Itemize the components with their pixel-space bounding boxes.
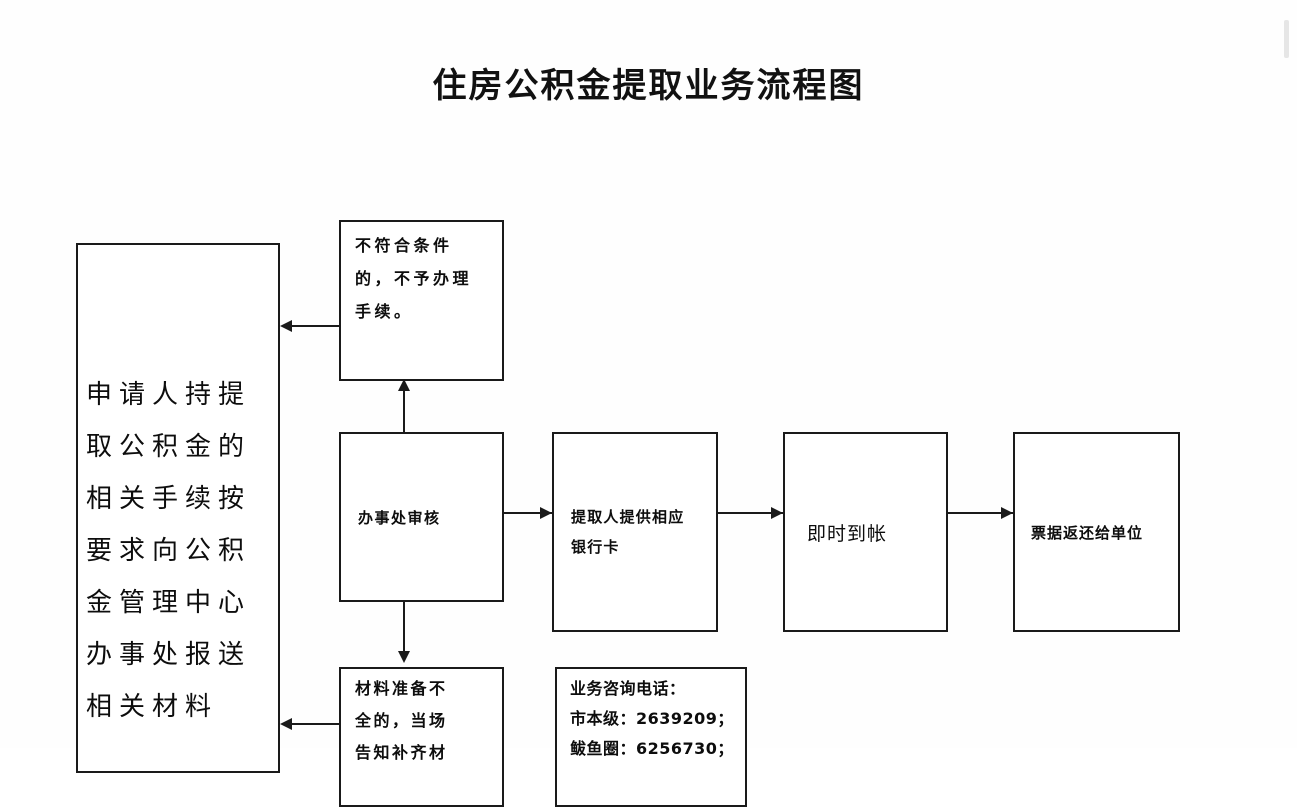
connector-line [282, 325, 339, 327]
node-label: 办事处审核 [358, 508, 441, 527]
connector-line [504, 512, 552, 514]
node-label: 票据返还给单位 [1031, 523, 1144, 542]
flow-node-receipt-return-to-employer: 票据返还给单位 [1013, 432, 1180, 632]
flow-node-applicant-submit-materials: 申请人持提 取公积金的 相关手续按 要求向公积 金管理中心 办事处报送 相关材料 [76, 243, 280, 773]
node-label: 提取人提供相应 银行卡 [571, 508, 685, 556]
node-label: 材料准备不 全的，当场 告知补齐材 [355, 679, 448, 762]
page-title: 住房公积金提取业务流程图 [432, 66, 865, 106]
flow-node-consultation-phone: 业务咨询电话： 市本级：2639209； 鲅鱼圈：6256730； [555, 667, 747, 807]
flow-node-office-review: 办事处审核 [339, 432, 504, 602]
arrow-down-icon [398, 651, 410, 663]
connector-line [948, 512, 1013, 514]
connector-line [403, 381, 405, 432]
arrow-up-icon [398, 379, 410, 391]
node-label: 不符合条件 的，不予办理 手续。 [355, 236, 473, 321]
document-canvas: 住房公积金提取业务流程图 申请人持提 取公积金的 相关手续按 要求向公积 金管理… [76, 20, 1289, 807]
flow-node-provide-bank-card: 提取人提供相应 银行卡 [552, 432, 718, 632]
connector-line [282, 723, 339, 725]
arrow-right-icon [771, 507, 783, 519]
flow-node-not-qualified-reject: 不符合条件 的，不予办理 手续。 [339, 220, 504, 381]
arrow-right-icon [540, 507, 552, 519]
arrow-left-icon [280, 718, 292, 730]
node-label: 申请人持提 取公积金的 相关手续按 要求向公积 金管理中心 办事处报送 相关材料 [86, 380, 252, 722]
connector-line [403, 602, 405, 655]
connector-line [718, 512, 783, 514]
arrow-left-icon [280, 320, 292, 332]
flow-node-instant-arrival: 即时到帐 [783, 432, 948, 632]
arrow-right-icon [1001, 507, 1013, 519]
node-label: 业务咨询电话： 市本级：2639209； 鲅鱼圈：6256730； [570, 679, 734, 758]
flow-node-incomplete-materials: 材料准备不 全的，当场 告知补齐材 [339, 667, 504, 807]
scrollbar-thumb[interactable] [1284, 20, 1289, 58]
node-label: 即时到帐 [807, 522, 888, 545]
